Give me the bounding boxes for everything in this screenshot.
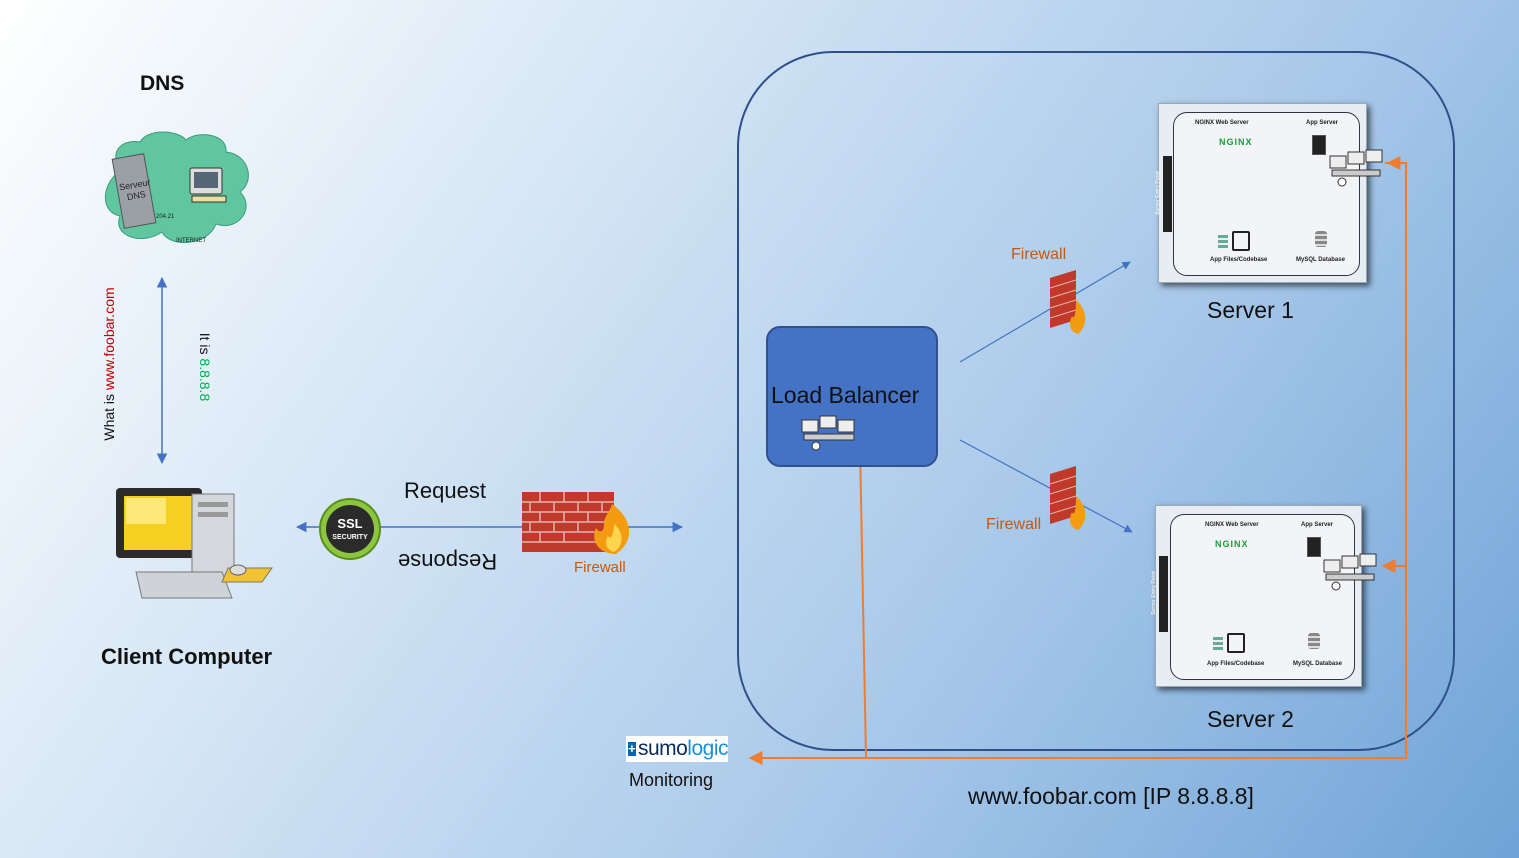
dns-query-domain: www.foobar.com bbox=[101, 287, 117, 391]
server2-db-label: MySQL Database bbox=[1293, 661, 1342, 667]
dns-cloud-text-4: 204.21 bbox=[156, 214, 175, 220]
request-label: Request bbox=[404, 478, 486, 503]
dns-cloud-text-2: DNS bbox=[126, 189, 146, 202]
server1-files-label: App Files/Codebase bbox=[1210, 257, 1268, 263]
server1-entry-bar bbox=[1163, 156, 1172, 232]
client-computer-title: Client Computer bbox=[101, 644, 273, 669]
server1-files-icon bbox=[1218, 235, 1228, 249]
response-label: Response bbox=[398, 549, 498, 574]
server2-files-icon bbox=[1213, 637, 1223, 651]
server1-web-label: NGINX Web Server bbox=[1195, 120, 1249, 126]
ssl-security-badge: SSL SECURITY bbox=[319, 498, 381, 560]
server1-db-label: MySQL Database bbox=[1296, 257, 1345, 263]
server2-monitor-icon bbox=[1323, 553, 1377, 591]
ssl-badge-line1: SSL bbox=[337, 516, 362, 531]
monitoring-label: Monitoring bbox=[629, 770, 714, 790]
server1-firewall-label: Firewall bbox=[1011, 246, 1067, 263]
server2-entry-label: Server Entry Point bbox=[1150, 571, 1157, 615]
server2-screenshot: Server Entry Point NGINX Web Server App … bbox=[1151, 505, 1362, 687]
load-balancer-label: Load Balancer bbox=[771, 382, 920, 408]
server1-screenshot: Server Entry Point NGINX Web Server App … bbox=[1154, 103, 1367, 283]
main-firewall-icon bbox=[522, 492, 630, 554]
server2-codebase-icon bbox=[1227, 633, 1245, 653]
lb-to-server1-arrow bbox=[959, 261, 1131, 363]
dns-title: DNS bbox=[140, 72, 185, 95]
dns-cloud-icon: Serveur DNS 204.21 INTERNET bbox=[104, 131, 249, 244]
lb-monitor-arrow bbox=[853, 444, 868, 759]
server1-codebase-icon bbox=[1232, 231, 1250, 251]
client-computer-icon bbox=[116, 488, 273, 599]
site-boundary bbox=[737, 51, 1455, 751]
server2-db-icon bbox=[1308, 633, 1320, 649]
sumologic-plus-icon: + bbox=[628, 741, 636, 756]
server1-frame: NGINX Web Server App Server NGINX App Fi… bbox=[1173, 112, 1360, 276]
server2-web-label: NGINX Web Server bbox=[1205, 522, 1259, 528]
server1-app-label: App Server bbox=[1306, 120, 1339, 126]
server1-entry-label: Server Entry Point bbox=[1154, 171, 1161, 215]
server1-nginx-logo: NGINX bbox=[1219, 137, 1253, 147]
dns-query-prefix: What is bbox=[101, 390, 117, 441]
server2-app-server-icon bbox=[1307, 537, 1321, 557]
server2-files-label: App Files/Codebase bbox=[1207, 661, 1265, 667]
sumologic-brand-b: logic bbox=[687, 737, 728, 760]
ssl-badge-line2: SECURITY bbox=[332, 534, 368, 541]
server1-monitor-icon bbox=[1329, 149, 1383, 187]
server1-app-server-icon bbox=[1312, 135, 1326, 155]
server1-firewall-icon bbox=[1049, 270, 1086, 334]
server2-entry-bar bbox=[1159, 556, 1168, 632]
lb-to-server2-arrow bbox=[959, 439, 1133, 533]
server1-db-icon bbox=[1315, 231, 1327, 247]
server1-caption: Server 1 bbox=[1207, 297, 1294, 323]
load-balancer-monitor-icon bbox=[801, 415, 855, 451]
server2-firewall-icon bbox=[1049, 466, 1086, 530]
server2-frame: NGINX Web Server App Server NGINX App Fi… bbox=[1170, 514, 1355, 680]
dns-answer-prefix: It is bbox=[197, 332, 213, 359]
dns-answer-label: It is 8.8.8.8 bbox=[197, 333, 213, 402]
dns-cloud-text-3: INTERNET bbox=[176, 238, 206, 244]
domain-label: www.foobar.com [IP 8.8.8.8] bbox=[968, 783, 1254, 809]
server2-app-label: App Server bbox=[1301, 522, 1334, 528]
server2-caption: Server 2 bbox=[1207, 706, 1294, 732]
dns-answer-ip: 8.8.8.8 bbox=[197, 358, 213, 402]
main-firewall-label: Firewall bbox=[574, 559, 626, 576]
dns-query-label: What is www.foobar.com bbox=[101, 287, 117, 440]
server2-nginx-logo: NGINX bbox=[1215, 539, 1249, 549]
server2-firewall-label: Firewall bbox=[986, 516, 1042, 533]
sumologic-brand-a: sumo bbox=[637, 737, 688, 760]
load-balancer-box: Load Balancer bbox=[766, 326, 938, 467]
